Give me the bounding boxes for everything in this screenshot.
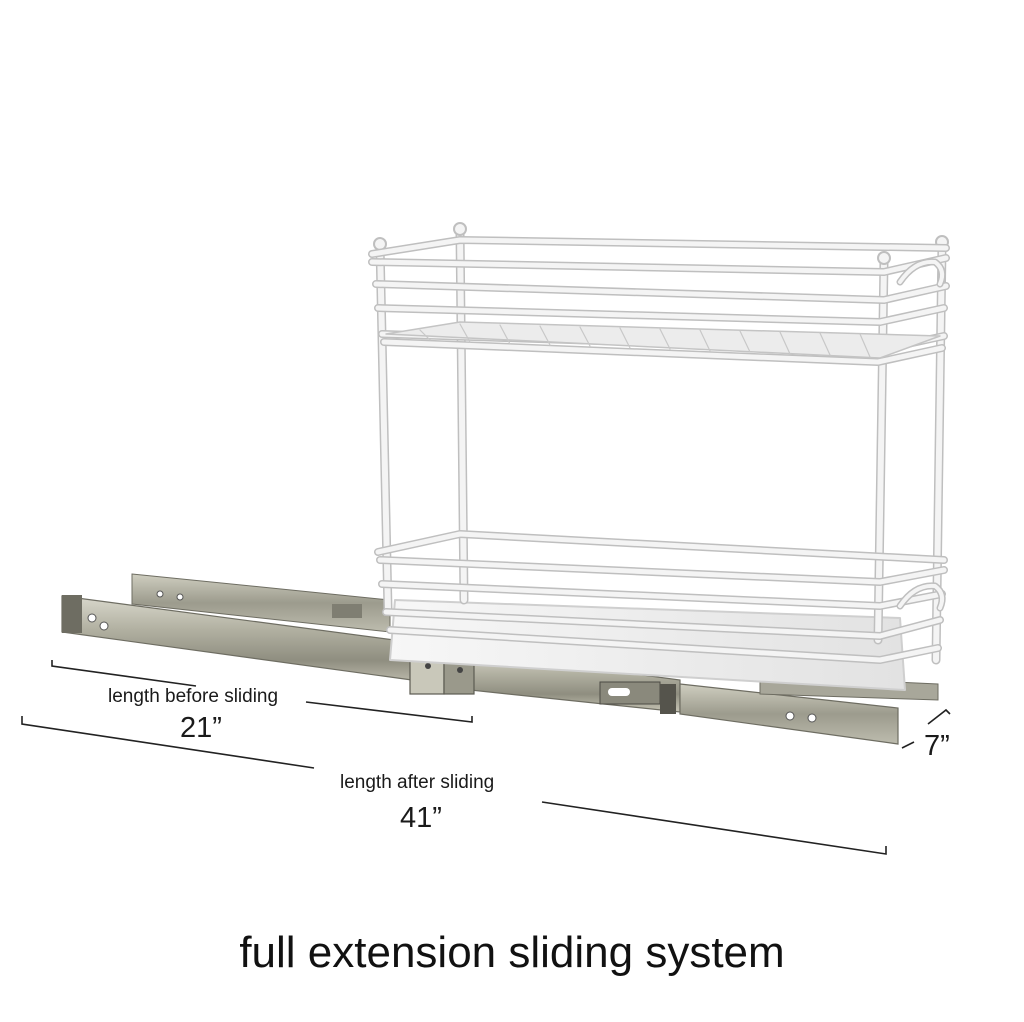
length-after-label: length after sliding <box>340 772 495 793</box>
dimension-lines <box>21 660 951 855</box>
depth-value: 7” <box>924 730 950 762</box>
length-before-label: length before sliding <box>108 686 279 707</box>
length-after-value: 41” <box>400 802 442 834</box>
wire-basket <box>368 222 950 691</box>
length-before-value: 21” <box>180 712 222 744</box>
caption: full extension sliding system <box>239 928 785 977</box>
